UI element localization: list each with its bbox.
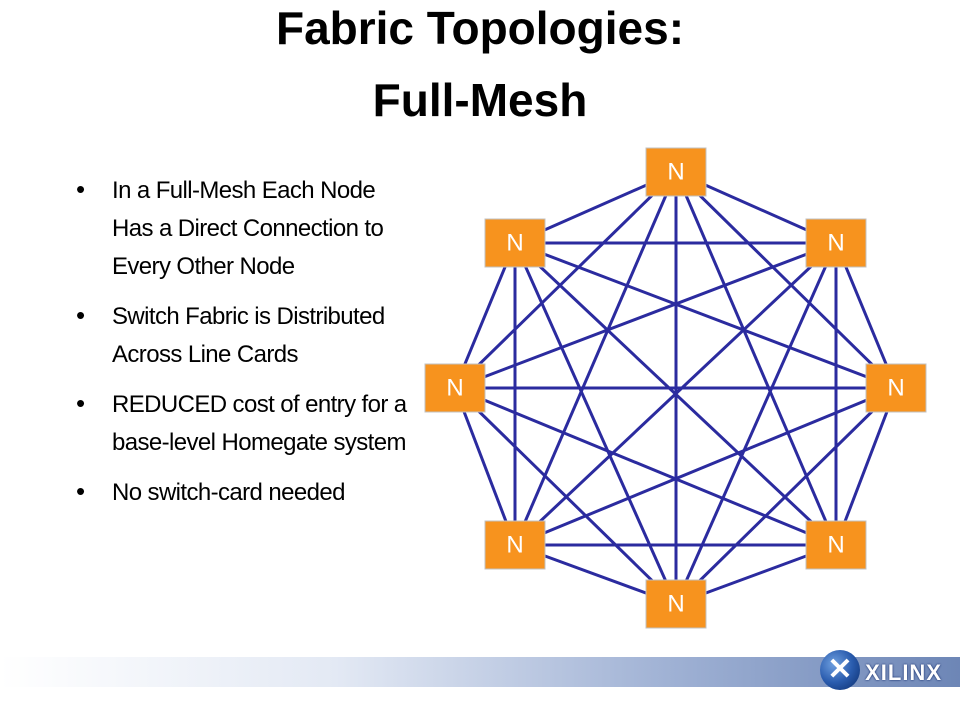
node-box [805,218,867,268]
node-box [484,218,546,268]
xilinx-x-icon: ✕ [827,653,853,686]
bullet-list: • In a Full-Mesh Each Node Has a Direct … [68,172,408,524]
mesh-edge [454,241,837,390]
bullet-text: No switch-card needed [112,479,345,506]
mesh-edge [453,170,678,390]
mesh-edge [514,386,897,547]
mesh-edges [453,170,898,606]
node-label: N [667,590,684,617]
node-box [645,579,707,629]
node-label: N [887,374,904,401]
globe-icon [820,650,860,690]
title-line-2: Full-Mesh [372,74,588,126]
bullet-item: • REDUCED cost of entry for a base-level… [68,386,408,462]
mesh-node: N [805,218,867,268]
bullet-text: In a Full-Mesh Each Node Has a Direct Co… [112,177,384,280]
mesh-edge [513,171,678,546]
bullet-item: • In a Full-Mesh Each Node Has a Direct … [68,172,408,286]
mesh-node: N [424,363,486,413]
node-label: N [667,158,684,185]
mesh-node: N [645,147,707,197]
node-label: N [827,531,844,558]
bullet-dot-icon: • [76,300,85,330]
mesh-edge [453,386,678,606]
mesh-node: N [484,520,546,570]
node-label: N [506,531,523,558]
mesh-edge [454,386,837,547]
mesh-edge [674,170,898,390]
footer-band [0,657,960,687]
node-box [424,363,486,413]
mesh-edge [453,387,517,546]
mesh-node: N [484,218,546,268]
bullet-text: Switch Fabric is Distributed Across Line… [112,303,385,368]
mesh-edge [834,387,898,546]
mesh-edge [513,241,838,547]
node-box [645,147,707,197]
mesh-node: N [645,579,707,629]
node-label: N [506,229,523,256]
bullet-item: • Switch Fabric is Distributed Across Li… [68,298,408,374]
mesh-edge [513,242,678,605]
mesh-edge [674,171,838,546]
bullet-dot-icon: • [76,476,85,506]
node-box [865,363,927,413]
xilinx-logo: XILINX [865,660,942,685]
node-label: N [827,229,844,256]
mesh-node: N [865,363,927,413]
bullet-dot-icon: • [76,388,85,418]
node-label: N [446,374,463,401]
bullet-dot-icon: • [76,174,85,204]
bullet-text: REDUCED cost of entry for a base-level H… [112,391,407,456]
node-box [484,520,546,570]
node-box [805,520,867,570]
mesh-nodes: N N N N N N N N [424,147,927,629]
mesh-edge [514,241,897,390]
mesh-node: N [805,520,867,570]
bullet-item: • No switch-card needed [68,474,408,512]
title-line-1: Fabric Topologies: [275,2,685,54]
